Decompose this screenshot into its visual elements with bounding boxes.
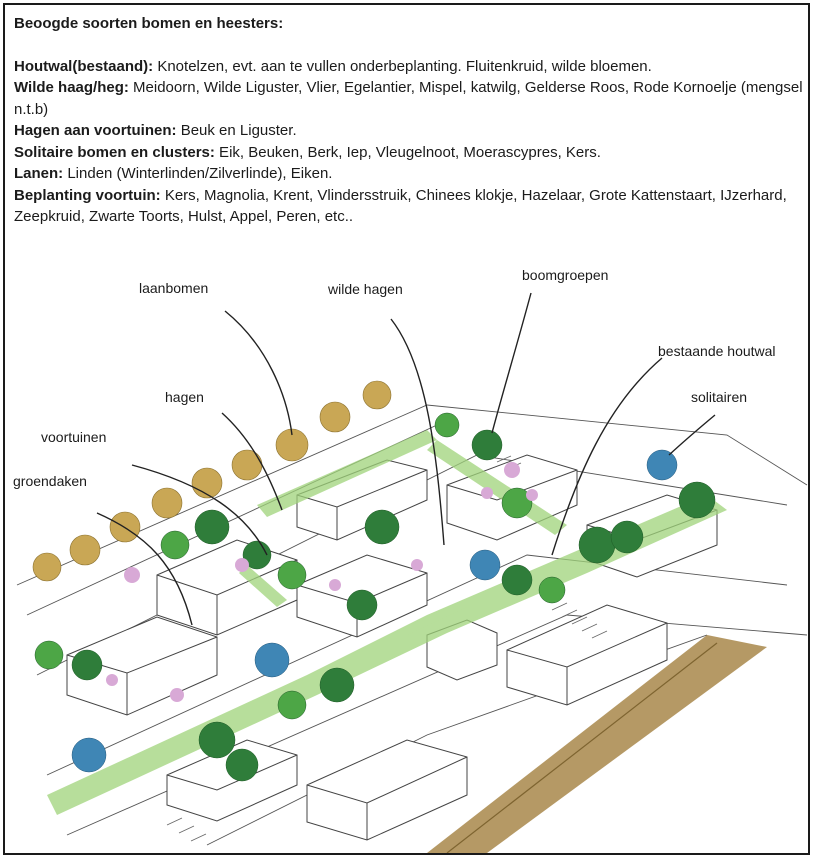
term: Houtwal(bestaand): <box>14 57 154 75</box>
label-boomgroepen: boomgroepen <box>522 267 609 283</box>
label-solitairen: solitairen <box>691 389 748 405</box>
laan-trees <box>32 380 392 582</box>
term: Lanen: <box>14 165 64 182</box>
desc: Eik, Beuken, Berk, Iep, Vleugelnoot, Moe… <box>214 143 601 161</box>
term: Wilde haag/heg: <box>14 79 129 96</box>
label-laanbomen: laanbomen <box>139 280 209 296</box>
species-beplanting-voortuin: Beplanting voortuin: Kers, Magnolia, Kre… <box>14 185 804 228</box>
species-wilde-haag: Wilde haag/heg: Meidoorn, Wilde Liguster… <box>14 77 804 120</box>
label-bestaande-houtwal: bestaande houtwal <box>658 343 776 359</box>
solitaire-trees <box>71 449 678 773</box>
label-hagen: hagen <box>165 389 204 405</box>
flowering-shrubs <box>106 462 538 702</box>
term: Beplanting voortuin: <box>14 186 161 204</box>
desc: Beuk en Liguster. <box>176 122 297 139</box>
species-houtwal: Houtwal(bestaand): Knotelzen, evt. aan t… <box>14 56 804 78</box>
label-groendaken: groendaken <box>13 473 87 489</box>
green-trees <box>34 412 716 782</box>
species-lanen: Lanen: Linden (Winterlinden/Zilverlinde)… <box>14 163 804 185</box>
figure-frame: Beoogde soorten bomen en heesters: Houtw… <box>3 3 810 855</box>
desc: Meidoorn, Wilde Liguster, Vlier, Egelant… <box>14 79 803 118</box>
label-wilde-hagen: wilde hagen <box>328 281 403 297</box>
term: Solitaire bomen en clusters: <box>14 143 215 161</box>
heading: Beoogde soorten bomen en heesters: <box>14 15 284 32</box>
term: Hagen aan voortuinen: <box>14 122 177 139</box>
bestaande-houtwal <box>427 635 767 853</box>
desc: Knotelzen, evt. aan te vullen onderbepla… <box>153 57 652 75</box>
species-text: Beoogde soorten bomen en heesters: Houtw… <box>14 13 804 228</box>
neighbourhood-illustration <box>16 292 808 853</box>
leader-lines <box>96 292 716 626</box>
label-voortuinen: voortuinen <box>41 429 107 445</box>
desc: Linden (Winterlinden/Zilverlinde), Eiken… <box>63 165 333 182</box>
desc: Kers, Magnolia, Krent, Vlindersstruik, C… <box>14 186 787 226</box>
species-hagen-voortuinen: Hagen aan voortuinen: Beuk en Liguster. <box>14 120 804 142</box>
species-solitaire: Solitaire bomen en clusters: Eik, Beuken… <box>14 142 804 164</box>
